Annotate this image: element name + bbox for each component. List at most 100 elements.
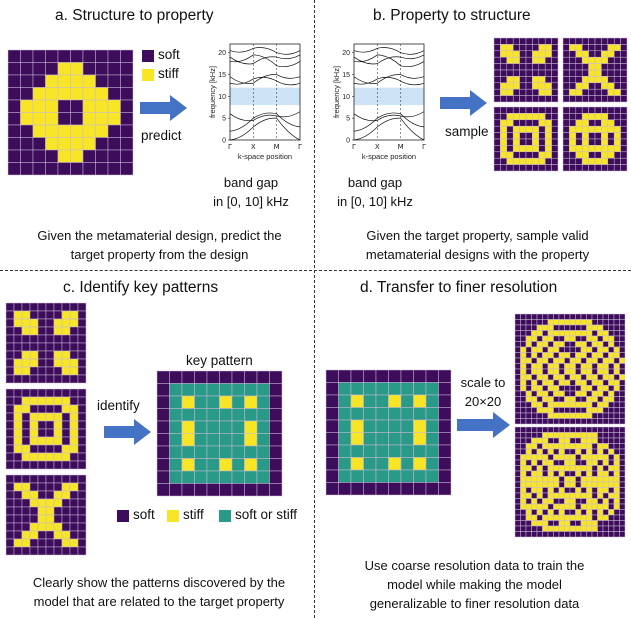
- grid-cell: [256, 420, 270, 434]
- grid-cell: [547, 352, 554, 359]
- grid-cell: [194, 433, 208, 447]
- grid-cell: [602, 390, 609, 397]
- grid-cell: [37, 506, 47, 516]
- grid-cell: [525, 476, 532, 483]
- grid-cell: [525, 368, 532, 375]
- grid-cell: [514, 503, 521, 510]
- grid-cell: [57, 62, 71, 76]
- grid-cell: [156, 420, 170, 434]
- grid-cell: [53, 326, 63, 336]
- grid-cell: [438, 457, 452, 471]
- grid-cell: [608, 492, 615, 499]
- grid-cell: [553, 418, 560, 425]
- grid-cell: [525, 95, 533, 103]
- grid-cell: [32, 87, 46, 101]
- grid-cell: [575, 465, 582, 472]
- grid-cell: [586, 313, 593, 320]
- grid-cell: [514, 368, 521, 375]
- grid-cell: [69, 460, 79, 470]
- grid-cell: [325, 419, 339, 433]
- grid-cell: [520, 385, 527, 392]
- scale-label-line2: 20×20: [464, 394, 502, 409]
- grid-cell: [588, 69, 596, 77]
- grid-cell: [601, 69, 609, 77]
- grid-cell: [95, 62, 109, 76]
- grid-cell: [29, 358, 39, 368]
- grid-cell: [532, 113, 540, 121]
- grid-cell: [558, 330, 565, 337]
- grid-cell: [120, 149, 134, 163]
- grid-cell: [542, 357, 549, 364]
- grid-cell: [363, 369, 377, 383]
- grid-cell: [594, 82, 602, 90]
- grid-cell: [532, 164, 540, 172]
- grid-cell: [569, 313, 576, 320]
- grid-cell: [525, 335, 532, 342]
- grid-cell: [53, 482, 63, 492]
- grid-cell: [531, 470, 538, 477]
- grid-cell: [564, 412, 571, 419]
- grid-cell: [575, 481, 582, 488]
- grid-cell: [519, 44, 527, 52]
- grid-cell: [45, 310, 55, 320]
- grid-cell: [45, 358, 55, 368]
- grid-cell: [544, 69, 552, 77]
- grid-cell: [532, 132, 540, 140]
- grid-cell: [53, 342, 63, 352]
- grid-cell: [581, 145, 589, 153]
- grid-cell: [564, 324, 571, 331]
- grid-cell: [269, 408, 283, 422]
- grid-cell: [591, 514, 598, 521]
- grid-cell: [564, 401, 571, 408]
- grid-cell: [594, 76, 602, 84]
- grid-cell: [536, 324, 543, 331]
- grid-cell: [325, 469, 339, 483]
- band-curve: [229, 54, 301, 65]
- grid-cell: [206, 408, 220, 422]
- grid-cell: [544, 44, 552, 52]
- band-curve: [353, 117, 425, 141]
- grid-cell: [500, 119, 508, 127]
- grid-cell: [608, 313, 615, 320]
- grid-cell: [69, 342, 79, 352]
- grid-cell: [69, 350, 79, 360]
- grid-cell: [580, 481, 587, 488]
- grid-cell: [525, 56, 533, 64]
- grid-cell: [594, 113, 602, 121]
- grid-cell: [575, 324, 582, 331]
- grid-cell: [500, 157, 508, 165]
- grid-cell: [581, 106, 589, 114]
- grid-cell: [607, 95, 615, 103]
- grid-cell: [61, 538, 71, 548]
- grid-cell: [558, 418, 565, 425]
- grid-cell: [536, 492, 543, 499]
- grid-cell: [37, 428, 47, 438]
- grid-cell: [500, 63, 508, 71]
- grid-cell: [519, 113, 527, 121]
- grid-cell: [506, 82, 514, 90]
- grid-cell: [53, 444, 63, 454]
- grid-cell: [586, 525, 593, 532]
- grid-cell: [532, 76, 540, 84]
- grid-cell: [608, 487, 615, 494]
- grid-cell: [542, 525, 549, 532]
- grid-cell: [519, 145, 527, 153]
- grid-cell: [500, 145, 508, 153]
- key-pattern-grid: [156, 370, 283, 497]
- grid-cell: [551, 138, 559, 146]
- pattern-example-1: [5, 302, 87, 384]
- grid-cell: [53, 514, 63, 524]
- grid-cell: [588, 44, 596, 52]
- grid-cell: [57, 162, 71, 176]
- grid-cell: [542, 470, 549, 477]
- grid-cell: [547, 368, 554, 375]
- grid-cell: [580, 374, 587, 381]
- grid-cell: [181, 370, 195, 384]
- grid-cell: [350, 444, 364, 458]
- grid-cell: [591, 426, 598, 433]
- grid-cell: [53, 490, 63, 500]
- grid-cell: [13, 490, 23, 500]
- grid-cell: [512, 138, 520, 146]
- grid-cell: [601, 44, 609, 52]
- y-tick-label: 15: [218, 72, 226, 79]
